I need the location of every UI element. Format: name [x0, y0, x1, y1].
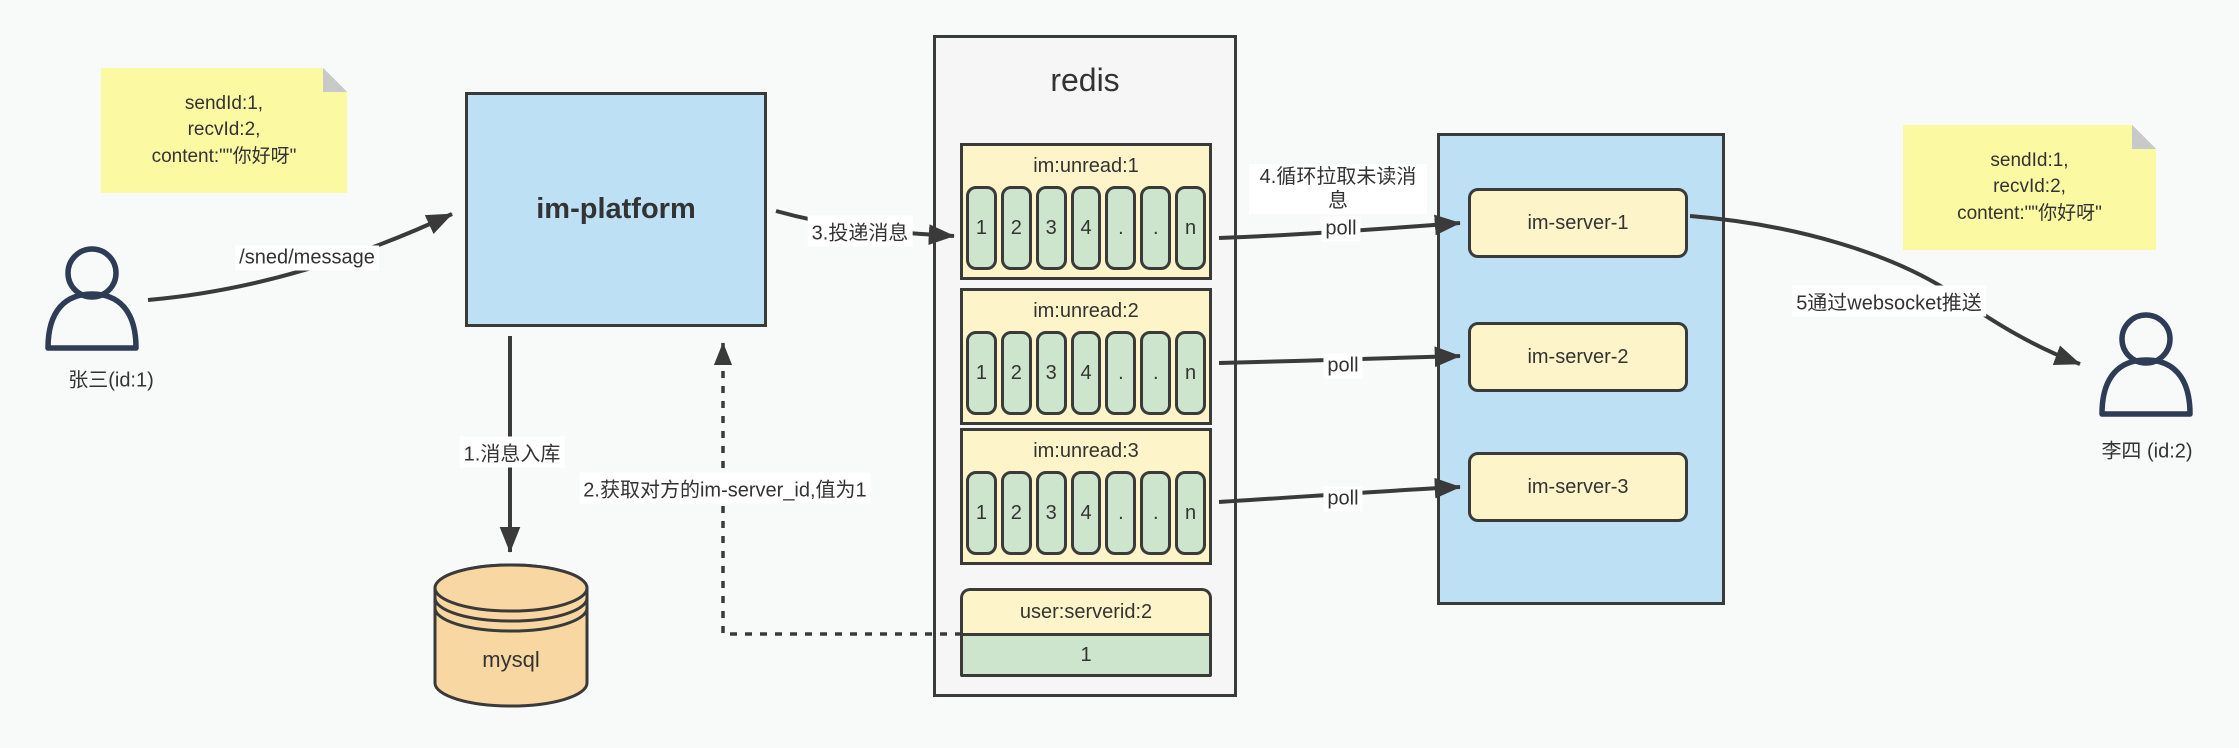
queue-cell: 4 — [1070, 471, 1102, 555]
queue-cells: 1 2 3 4 . . n — [963, 471, 1209, 562]
label-step3: 3.投递消息 — [807, 215, 913, 247]
im-server-3-box: im-server-3 — [1468, 452, 1688, 522]
redis-queue-unread-3: im:unread:3 1 2 3 4 . . n — [960, 428, 1212, 565]
queue-cell: 3 — [1035, 471, 1067, 555]
queue-cell: n — [1175, 471, 1207, 555]
queue-cell: . — [1105, 186, 1137, 270]
queue-name: im:unread:3 — [1033, 440, 1139, 462]
queue-name: im:unread:2 — [1033, 300, 1139, 322]
label-poll-2: poll — [1323, 353, 1363, 379]
note-line: content:""你好呀" — [151, 145, 297, 167]
im-server-1-label: im-server-1 — [1527, 211, 1629, 234]
queue-cell: 3 — [1035, 331, 1067, 415]
redis-kv-user-serverid: user:serverid:2 1 — [960, 588, 1212, 677]
queue-cell: 2 — [1000, 331, 1032, 415]
queue-cell: . — [1105, 471, 1137, 555]
im-server-1-box: im-server-1 — [1468, 188, 1688, 258]
queue-cell: 1 — [966, 471, 997, 555]
label-poll-1: poll — [1321, 216, 1361, 242]
queue-cell: 2 — [1000, 471, 1032, 555]
kv-value: 1 — [963, 636, 1209, 674]
redis-queue-unread-2: im:unread:2 1 2 3 4 . . n — [960, 288, 1212, 425]
user-sender-icon — [45, 246, 139, 351]
queue-cells: 1 2 3 4 . . n — [963, 331, 1209, 422]
queue-name: im:unread:1 — [1033, 155, 1139, 177]
im-server-2-label: im-server-2 — [1527, 345, 1629, 368]
label-step1: 1.消息入库 — [459, 436, 565, 468]
redis-title: redis — [1050, 62, 1120, 98]
label-poll-3: poll — [1323, 486, 1363, 512]
mysql-database-icon — [433, 563, 589, 708]
queue-cell: 3 — [1035, 186, 1067, 270]
user-receiver-icon — [2099, 312, 2193, 417]
note-line: content:""你好呀" — [1957, 202, 2102, 224]
label-step4: 4.循环拉取未读消息 — [1249, 164, 1427, 214]
queue-cells: 1 2 3 4 . . n — [963, 186, 1209, 277]
user-receiver-label: 李四 (id:2) — [2101, 440, 2193, 463]
note-line: sendId:1, — [1990, 150, 2069, 172]
im-server-2-box: im-server-2 — [1468, 322, 1688, 392]
note-line: sendId:1, — [184, 93, 264, 115]
redis-queue-unread-1: im:unread:1 1 2 3 4 . . n — [960, 143, 1212, 280]
mysql-label: mysql — [482, 647, 540, 672]
sticky-note-right: sendId:1, recvId:2, content:""你好呀" — [1903, 125, 2156, 250]
queue-cell: n — [1175, 331, 1207, 415]
queue-cell: . — [1105, 331, 1137, 415]
note-fold-corner — [2132, 125, 2156, 149]
queue-cell: 1 — [966, 331, 997, 415]
label-step2: 2.获取对方的im-server_id,值为1 — [579, 472, 871, 504]
note-fold-corner — [323, 68, 347, 92]
im-server-panel: im-server-1 im-server-2 im-server-3 — [1437, 133, 1725, 605]
kv-key: user:serverid:2 — [963, 591, 1209, 636]
note-line: recvId:2, — [1993, 176, 2066, 198]
queue-cell: 1 — [966, 186, 997, 270]
im-platform-label: im-platform — [536, 193, 696, 225]
label-send-route: /sned/message — [235, 245, 379, 271]
queue-cell: 4 — [1070, 186, 1102, 270]
redis-panel: redis im:unread:1 1 2 3 4 . . n im:unrea… — [933, 35, 1237, 697]
user-sender-label: 张三(id:1) — [68, 369, 154, 392]
queue-cell: 4 — [1070, 331, 1102, 415]
queue-cell: . — [1140, 331, 1172, 415]
queue-cell: . — [1140, 186, 1172, 270]
note-line: recvId:2, — [187, 119, 261, 141]
label-step5: 5通过websocket推送 — [1792, 285, 1986, 317]
im-platform-box: im-platform — [465, 92, 767, 327]
queue-cell: 2 — [1000, 186, 1032, 270]
queue-cell: n — [1175, 186, 1207, 270]
queue-cell: . — [1140, 471, 1172, 555]
sticky-note-left: sendId:1, recvId:2, content:""你好呀" — [101, 68, 347, 193]
im-server-3-label: im-server-3 — [1527, 475, 1629, 498]
